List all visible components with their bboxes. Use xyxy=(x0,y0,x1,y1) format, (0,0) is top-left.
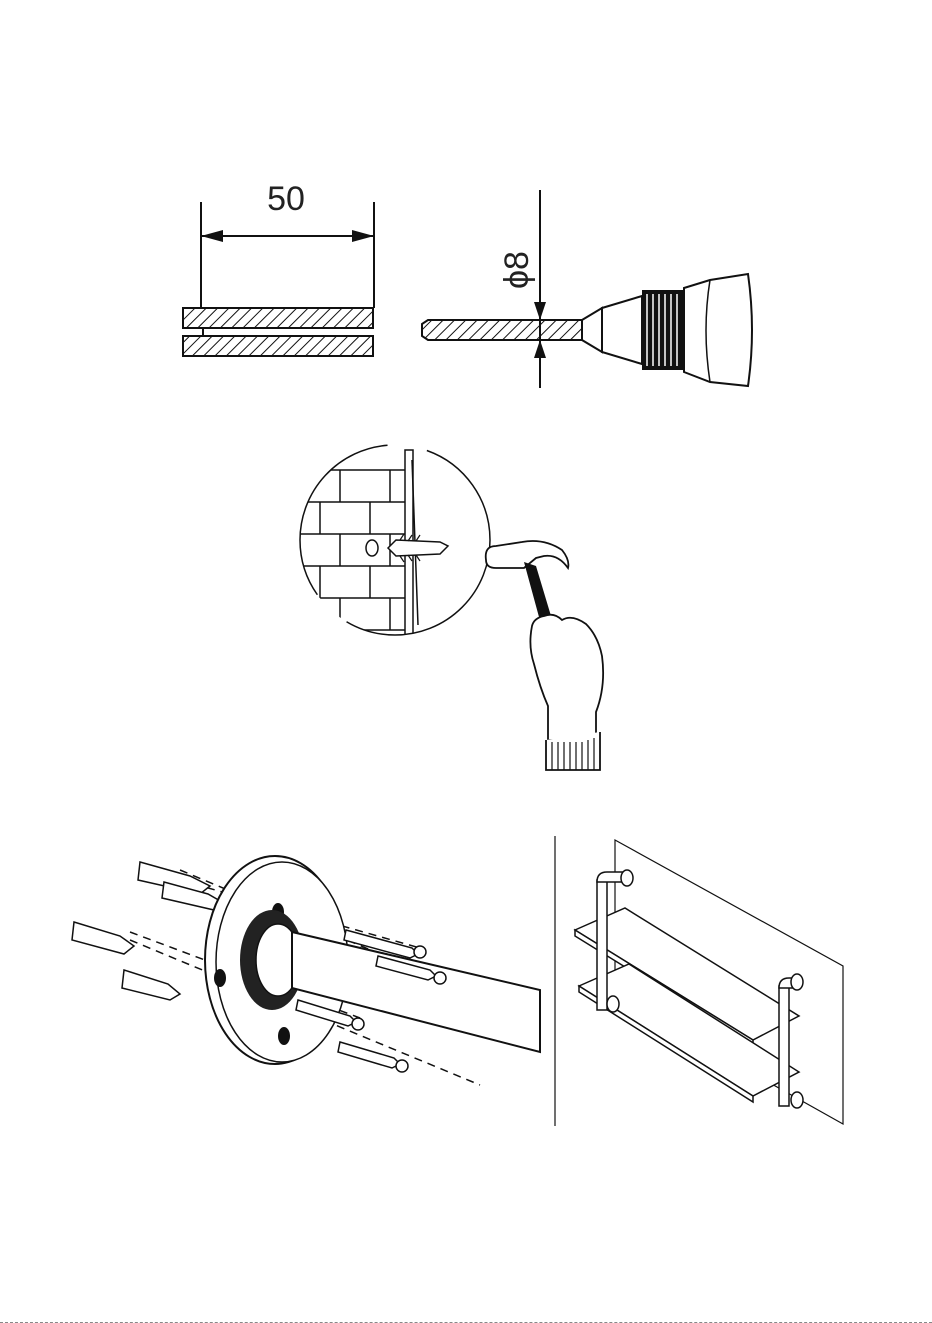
finished-shelf-diagram xyxy=(553,836,853,1126)
wall-plugs xyxy=(72,862,222,1000)
drill-bit xyxy=(422,308,602,352)
drilling-diagram: 50 ϕ8 xyxy=(150,160,790,410)
depth-dimension: 50 xyxy=(201,180,374,308)
flange-svg xyxy=(60,840,550,1100)
hand-icon xyxy=(530,615,603,770)
depth-label: 50 xyxy=(267,180,305,218)
drill-chuck xyxy=(602,274,752,386)
hammer-svg xyxy=(300,450,620,780)
hole-cross-section xyxy=(183,308,373,356)
hammer-anchor-diagram xyxy=(300,450,620,780)
page-bottom-edge xyxy=(0,1318,932,1323)
shelf-svg xyxy=(553,836,853,1126)
flange-mounting-diagram xyxy=(60,840,550,1100)
drilling-svg: 50 ϕ8 xyxy=(150,160,790,410)
diameter-dimension: ϕ8 xyxy=(498,190,546,388)
diameter-label: ϕ8 xyxy=(498,251,536,289)
